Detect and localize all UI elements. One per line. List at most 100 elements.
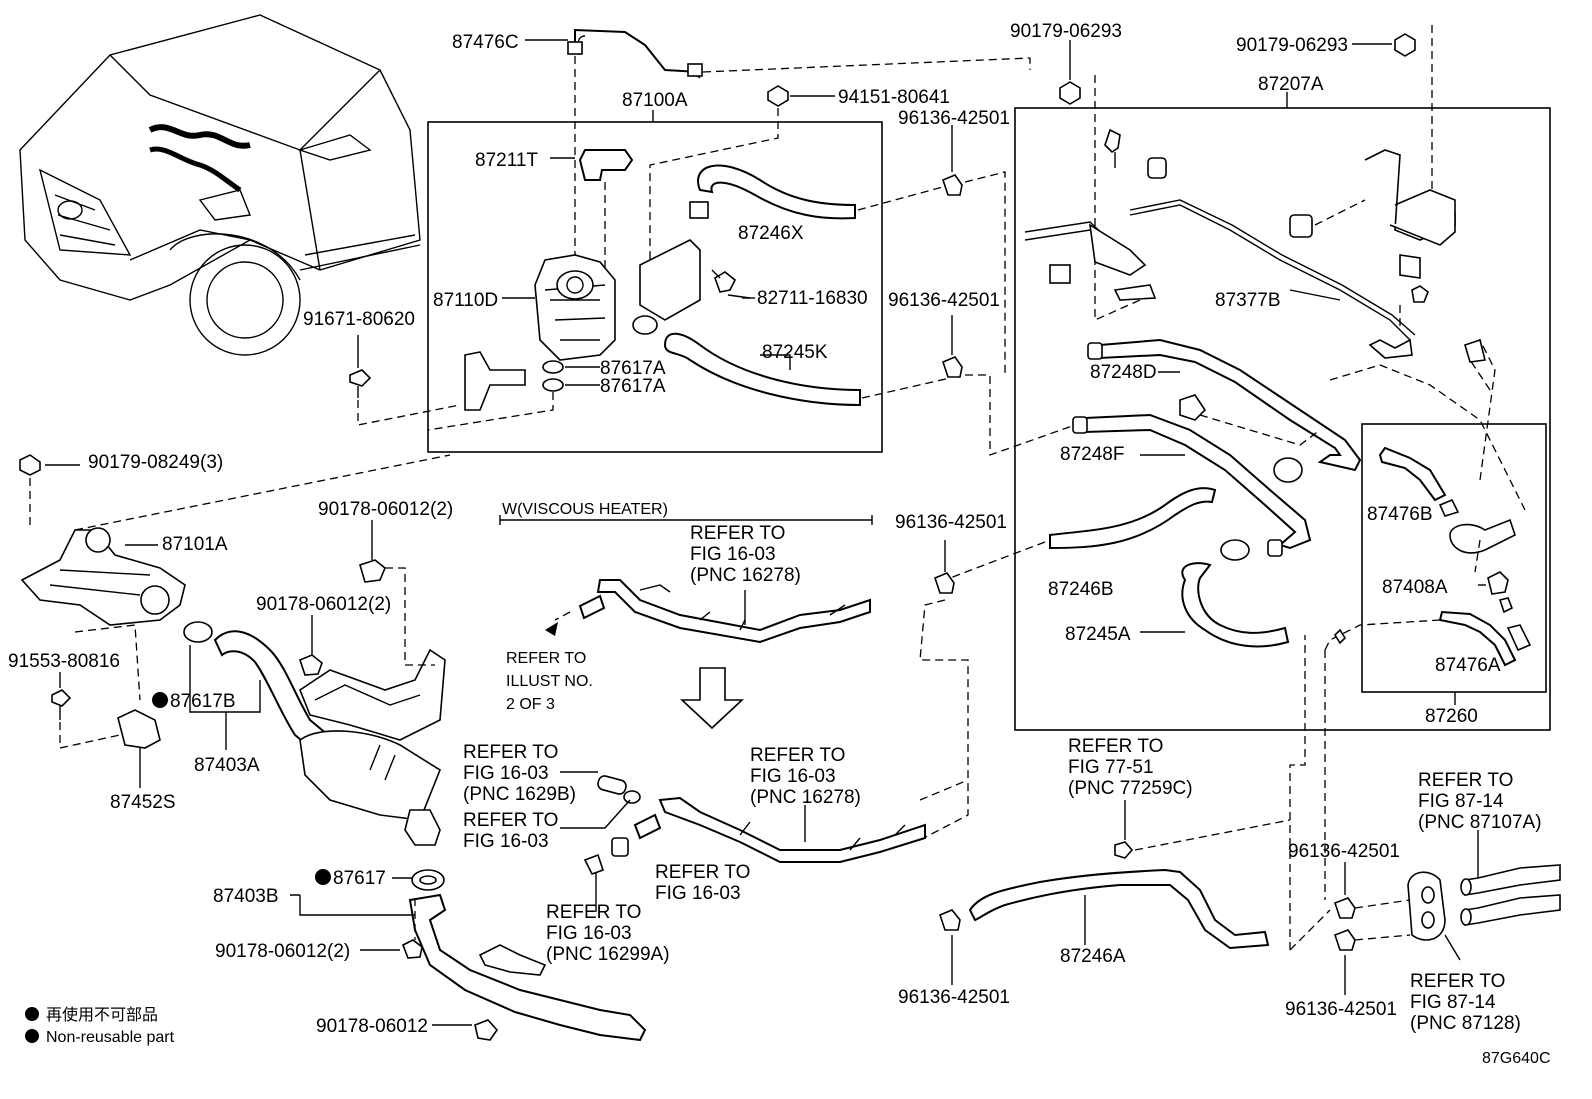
hose-87248F xyxy=(1084,413,1312,550)
svg-text:(PNC 77259C): (PNC 77259C) xyxy=(1068,778,1193,799)
label-87211T: 87211T xyxy=(475,150,538,171)
hose-87246X xyxy=(697,164,856,220)
label-87476A: 87476A xyxy=(1435,655,1501,676)
label-96136-42501-a: 96136-42501 xyxy=(898,108,1010,129)
label-87207A: 87207A xyxy=(1258,74,1324,95)
label-87476C: 87476C xyxy=(452,32,519,53)
label-91553-80816: 91553-80816 xyxy=(8,651,120,672)
legend: 再使用不可部品 Non-reusable part xyxy=(25,1006,175,1046)
refer-pnc-1629B: REFER TO FIG 16-03 (PNC 1629B) xyxy=(463,742,576,805)
label-96136-42501-c: 96136-42501 xyxy=(895,512,1007,533)
svg-text:REFER TO: REFER TO xyxy=(690,523,785,544)
nut-90179-08249 xyxy=(19,454,41,476)
hose-87476B xyxy=(1378,446,1447,502)
grommet-87128 xyxy=(1407,871,1446,941)
svg-text:FIG 16-03: FIG 16-03 xyxy=(690,544,776,565)
label-87617: 87617 xyxy=(333,868,386,889)
svg-text:FIG 87-14: FIG 87-14 xyxy=(1418,791,1504,812)
bracket-87452S xyxy=(117,709,161,749)
label-94151-80641: 94151-80641 xyxy=(838,87,950,108)
clamp-96136-42501-e xyxy=(1333,897,1356,919)
hose-87245A xyxy=(1181,562,1290,648)
label-90179-06293-b: 90179-06293 xyxy=(1236,35,1348,56)
label-87101A: 87101A xyxy=(162,534,228,555)
bracket-upper xyxy=(299,648,446,741)
legend-line-1: 再使用不可部品 xyxy=(46,1006,158,1024)
hose-87211T xyxy=(578,149,634,181)
bolt-91553-80816 xyxy=(51,689,72,707)
refer-pnc-87128: REFER TO FIG 87-14 (PNC 87128) xyxy=(1410,971,1521,1034)
box-87260 xyxy=(1361,423,1547,693)
label-90179-08249: 90179-08249(3) xyxy=(88,452,223,473)
label-87110D: 87110D xyxy=(433,290,498,311)
refer-illust-2of3: REFER TO ILLUST NO. 2 OF 3 xyxy=(506,650,593,713)
hose-87248D xyxy=(1099,338,1362,472)
nut-90179-06293-a xyxy=(1059,81,1081,105)
label-viscous-heater: W(VISCOUS HEATER) xyxy=(502,501,668,518)
svg-text:(PNC 16278): (PNC 16278) xyxy=(690,565,801,586)
nut-94151-80641 xyxy=(767,85,789,107)
nut-90178-06012-c xyxy=(401,939,423,959)
svg-text:FIG 16-03: FIG 16-03 xyxy=(463,831,549,852)
nut-90178-06012-d xyxy=(474,1019,499,1041)
svg-text:REFER TO: REFER TO xyxy=(463,742,558,763)
label-87617B: 87617B xyxy=(170,691,236,712)
heater-87110D xyxy=(534,254,616,361)
svg-text:REFER TO: REFER TO xyxy=(506,650,586,667)
svg-text:REFER TO: REFER TO xyxy=(750,745,845,766)
svg-text:(PNC 1629B): (PNC 1629B) xyxy=(463,784,576,805)
box-87100A xyxy=(427,121,883,453)
nut-90179-06293-b xyxy=(1394,33,1416,57)
label-87100A: 87100A xyxy=(622,90,688,111)
refer-fig-16-03-b: REFER TO FIG 16-03 xyxy=(655,862,750,904)
pipe-87403B xyxy=(408,893,647,1042)
label-87617A-1: 87617A xyxy=(600,358,666,379)
label-87246B: 87246B xyxy=(1048,579,1114,600)
label-96136-42501-d: 96136-42501 xyxy=(898,987,1010,1008)
label-87476B: 87476B xyxy=(1367,504,1433,525)
viscous-pipe-lower xyxy=(658,796,926,863)
pipe-87107A-lower xyxy=(1464,894,1561,926)
hose-87246B xyxy=(1049,487,1217,550)
viscous-pipe-upper xyxy=(596,579,871,644)
label-87245K: 87245K xyxy=(762,342,828,363)
svg-text:ILLUST NO.: ILLUST NO. xyxy=(506,673,593,690)
heat-exchanger xyxy=(299,730,441,821)
pipe-87107A-upper xyxy=(1464,864,1561,896)
svg-text:FIG 16-03: FIG 16-03 xyxy=(546,923,632,944)
label-90178-06012-a: 90178-06012(2) xyxy=(318,499,453,520)
refer-pnc-16278-b: REFER TO FIG 16-03 (PNC 16278) xyxy=(750,745,861,808)
svg-text:REFER TO: REFER TO xyxy=(1068,736,1163,757)
label-96136-42501-e: 96136-42501 xyxy=(1288,841,1400,862)
svg-text:(PNC 87128): (PNC 87128) xyxy=(1410,1013,1521,1034)
svg-text:FIG 16-03: FIG 16-03 xyxy=(655,883,741,904)
clamp-96136-42501-b xyxy=(942,356,963,378)
refer-pnc-16299A: REFER TO FIG 16-03 (PNC 16299A) xyxy=(546,902,670,965)
refer-pnc-77259C: REFER TO FIG 77-51 (PNC 77259C) xyxy=(1068,736,1193,799)
label-87403B: 87403B xyxy=(213,886,279,907)
hose-87476A xyxy=(1438,610,1517,667)
label-96136-42501-b: 96136-42501 xyxy=(888,290,1000,311)
clamp-96136-42501-c xyxy=(934,572,955,594)
svg-text:REFER TO: REFER TO xyxy=(1410,971,1505,992)
svg-text:REFER TO: REFER TO xyxy=(1418,770,1513,791)
legend-dot-icon xyxy=(25,1029,39,1043)
svg-text:REFER TO: REFER TO xyxy=(655,862,750,883)
label-91671-80620: 91671-80620 xyxy=(303,309,415,330)
svg-text:FIG 87-14: FIG 87-14 xyxy=(1410,992,1496,1013)
box-87207A xyxy=(1014,107,1551,731)
label-96136-42501-f: 96136-42501 xyxy=(1285,999,1397,1020)
refer-pnc-87107A: REFER TO FIG 87-14 (PNC 87107A) xyxy=(1418,770,1542,833)
label-90178-06012-d: 90178-06012 xyxy=(316,1016,428,1037)
label-87408A: 87408A xyxy=(1382,577,1448,598)
nut-90178-06012-a xyxy=(359,559,386,583)
hose-87476C xyxy=(567,28,703,79)
illustration-code: 87G640C xyxy=(1482,1050,1551,1067)
svg-text:REFER TO: REFER TO xyxy=(546,902,641,923)
svg-text:(PNC 16278): (PNC 16278) xyxy=(750,787,861,808)
label-87452S: 87452S xyxy=(110,792,176,813)
label-87403A: 87403A xyxy=(194,755,260,776)
label-87260: 87260 xyxy=(1425,706,1478,727)
label-87245A: 87245A xyxy=(1065,624,1131,645)
